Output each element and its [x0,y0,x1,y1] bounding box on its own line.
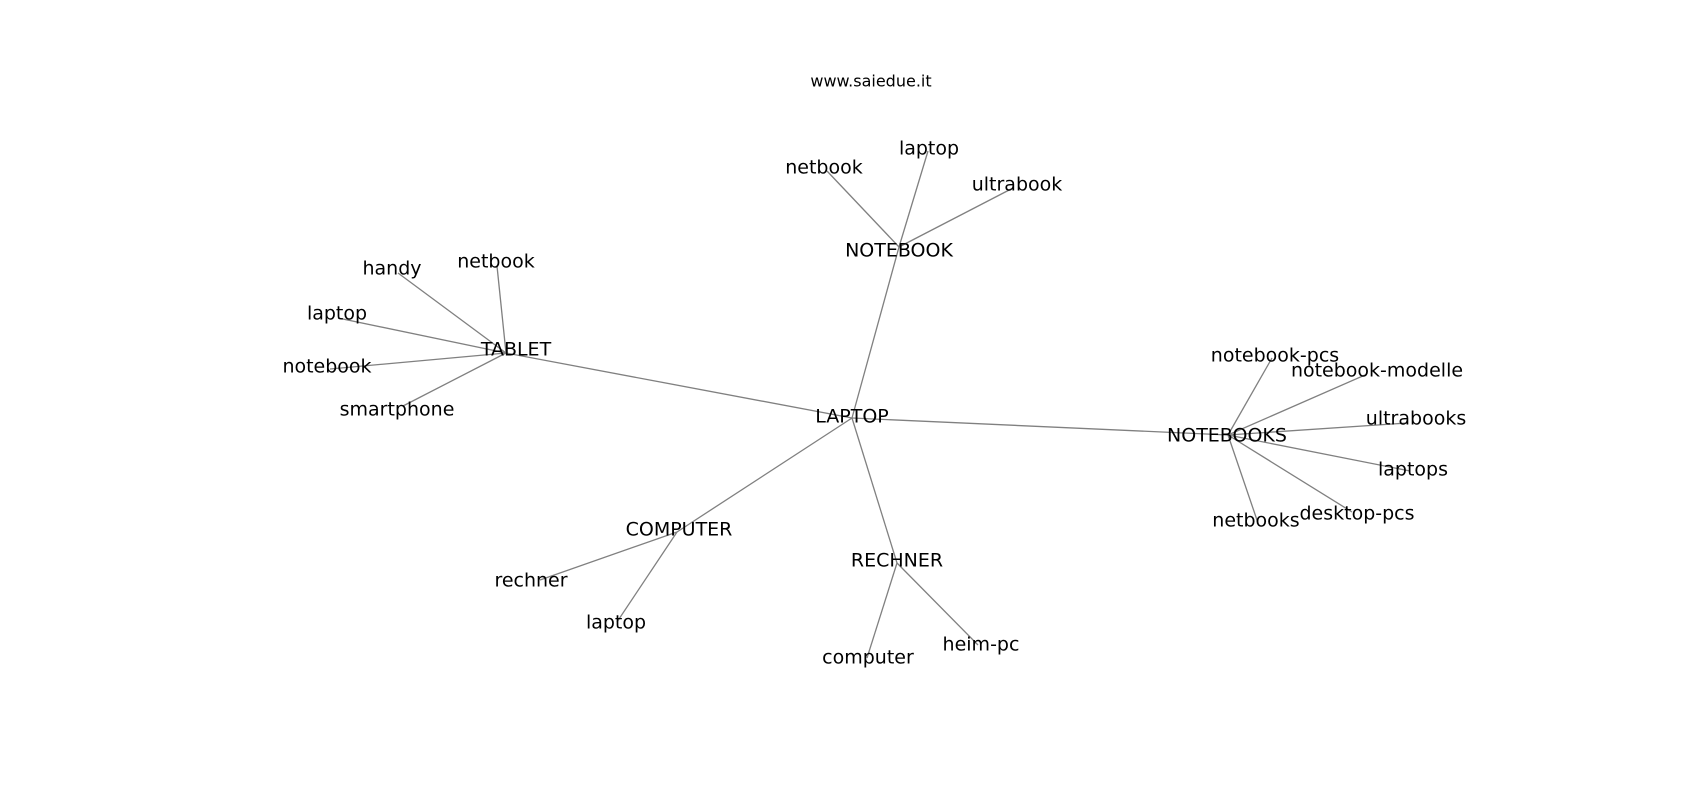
node-label-computer-hub: COMPUTER [626,519,733,541]
node-label-nbs-notebook-modelle: notebook-modelle [1291,360,1463,382]
edge-notebook-ultrabook [898,187,1014,248]
node-label-nb-ultrabook: ultrabook [972,174,1063,196]
edge-tablet-netbook [496,265,507,354]
node-label-laptop-root: LAPTOP [815,406,889,428]
site-title: www.saiedue.it [810,72,931,91]
edge-tablet-laptop [337,317,507,354]
edge-notebooks-desktop-pcs [1227,434,1353,513]
node-label-rechner-hub: RECHNER [851,550,943,572]
node-label-tb-handy: handy [362,258,421,280]
edge-notebooks-notebook-modelle [1227,374,1366,436]
edge-notebooks-notebook-pcs [1227,357,1273,436]
node-label-nb-netbook: netbook [785,157,863,179]
node-label-tb-notebook: notebook [282,356,371,378]
edge-notebooks-ultrabooks [1227,422,1408,436]
edge-notebook-laptop [898,150,929,248]
edge-laptop-tablet [505,352,853,419]
node-label-nbs-ultrabooks: ultrabooks [1366,408,1466,430]
edge-laptop-notebook [851,246,900,419]
edge-tablet-smartphone [402,352,507,407]
edge-tablet-notebook [329,352,507,370]
edge-notebook-netbook [826,170,900,248]
node-label-tablet-hub: TABLET [480,339,552,361]
node-label-nbs-notebook-pcs: notebook-pcs [1211,345,1339,367]
edge-laptop-notebooks [851,417,1229,436]
edge-notebooks-laptops [1227,434,1411,472]
node-label-tb-laptop: laptop [307,303,367,325]
node-label-nbs-laptops: laptops [1378,459,1448,481]
node-label-cp-laptop: laptop [586,612,646,634]
edge-rechner-heim-pc [896,562,979,646]
node-label-notebooks-hub: NOTEBOOKS [1167,425,1287,447]
node-label-tb-netbook: netbook [457,251,535,273]
node-label-re-computer: computer [822,647,914,669]
node-label-nb-laptop: laptop [899,138,959,160]
node-label-nbs-netbooks: netbooks [1212,510,1299,532]
edge-laptop-rechner [851,417,898,564]
edge-layer [329,150,1411,659]
edge-tablet-handy [397,272,507,354]
edge-computer-laptop [616,531,678,623]
node-label-re-heim-pc: heim-pc [943,634,1020,656]
node-label-nbs-desktop-pcs: desktop-pcs [1299,503,1414,525]
node-label-cp-rechner: rechner [494,570,567,592]
edge-computer-rechner [539,531,678,581]
edge-laptop-computer [676,417,853,533]
node-label-tb-smartphone: smartphone [340,399,455,421]
node-label-notebook-hub: NOTEBOOK [845,240,953,262]
edge-notebooks-netbooks [1227,434,1259,524]
edge-rechner-computer [866,562,898,659]
label-layer: LAPTOP NOTEBOOK TABLET NOTEBOOKS COMPUTER REC… [282,138,1466,669]
